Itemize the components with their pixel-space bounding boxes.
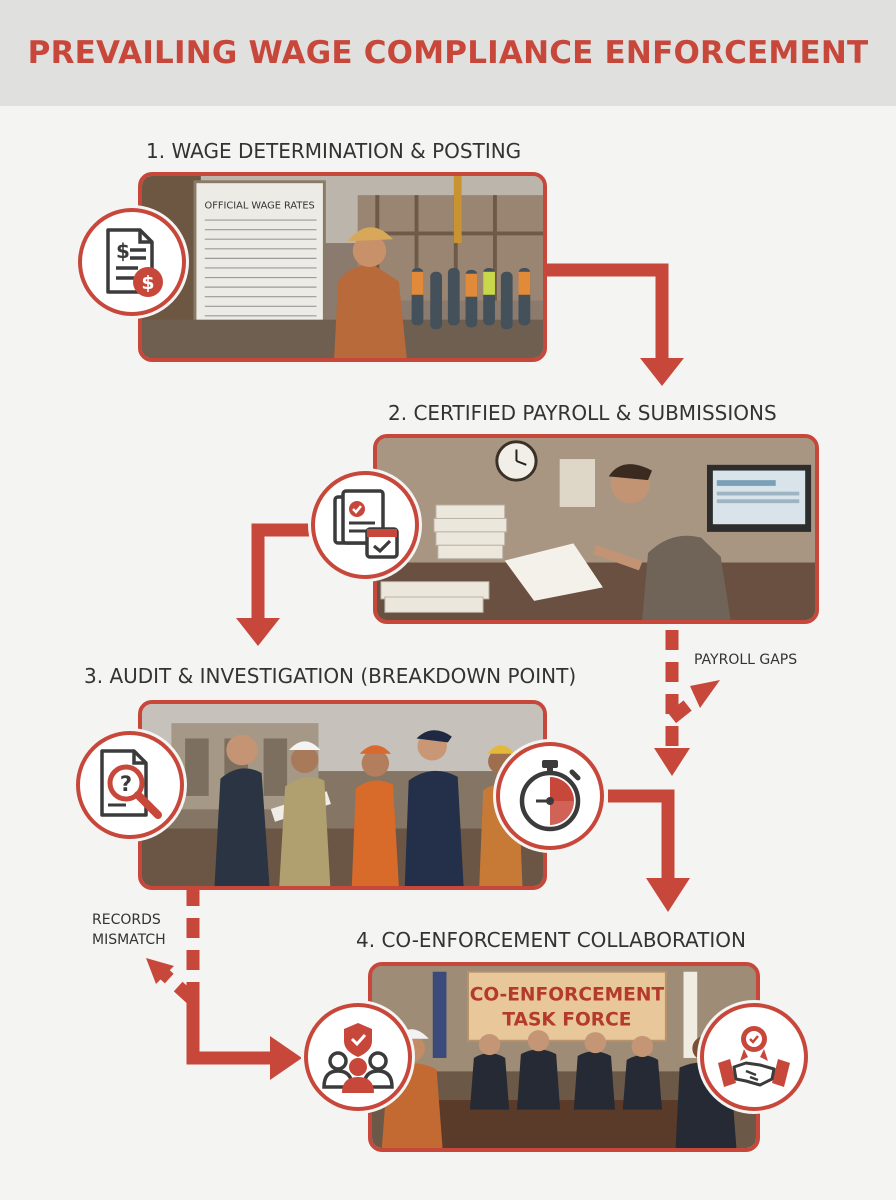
arrow-step3-down-to-step4 (186, 990, 272, 1065)
step-2-photo (373, 434, 819, 624)
dashed-records-branch (157, 967, 198, 1005)
step-4-photo: CO-ENFORCEMENT TASK FORCE (368, 962, 760, 1152)
step-3-title: 3. AUDIT & INVESTIGATION (BREAKDOWN POIN… (84, 664, 577, 688)
payroll-checklist-icon (333, 489, 399, 559)
task-force-meeting-photo: CO-ENFORCEMENT TASK FORCE (372, 966, 756, 1148)
arrow-step3-to-step4 (608, 789, 675, 880)
step-4-handshake-badge (700, 1003, 808, 1111)
handshake-badge-icon (718, 1026, 790, 1087)
banner-line-2: TASK FORCE (502, 1010, 631, 1031)
step-4-badge (304, 1003, 412, 1111)
svg-text:$: $ (116, 239, 130, 263)
arrowhead-step3 (236, 618, 280, 646)
records-mismatch-note: RECORDS MISMATCH (92, 910, 166, 950)
step-3-photo (138, 700, 547, 890)
arrowhead-payroll-down (654, 748, 690, 776)
document-search-icon: ? (100, 749, 162, 819)
stopwatch-icon (519, 760, 581, 832)
construction-site-photo: OFFICIAL WAGE RATES (142, 176, 543, 358)
arrowhead-step4-left (270, 1036, 302, 1080)
step-4-title: 4. CO-ENFORCEMENT COLLABORATION (356, 928, 746, 952)
step-1-title: 1. WAGE DETERMINATION & POSTING (146, 139, 522, 163)
arrowhead-step4 (646, 878, 690, 912)
step-3-stopwatch-badge (496, 742, 604, 850)
arrowhead-step2 (640, 358, 684, 386)
step-2-badge (311, 471, 419, 579)
wage-document-icon: $ $ (106, 228, 163, 297)
step-1-badge: $ $ (78, 208, 186, 316)
arrowhead-payroll-gaps (690, 680, 720, 708)
svg-text:$: $ (141, 272, 154, 294)
header-band: PREVAILING WAGE COMPLIANCE ENFORCEMENT (0, 0, 896, 106)
step-2-title: 2. CERTIFIED PAYROLL & SUBMISSIONS (388, 401, 777, 425)
site-audit-photo (142, 704, 543, 886)
records-mismatch-line: RECORDS (92, 912, 161, 928)
arrow-step1-to-step2 (545, 263, 669, 360)
step-1-photo: OFFICIAL WAGE RATES (138, 172, 547, 362)
svg-text:?: ? (120, 772, 132, 796)
poster-heading: OFFICIAL WAGE RATES (205, 201, 315, 212)
arrowhead-records-mismatch (146, 958, 174, 984)
records-mismatch-line: MISMATCH (92, 932, 166, 948)
payroll-gaps-note: PAYROLL GAPS (694, 652, 798, 668)
banner-line-1: CO-ENFORCEMENT (470, 985, 665, 1006)
step-3-badge: ? (76, 731, 184, 839)
office-payroll-photo (377, 438, 815, 620)
dashed-payroll-branch (667, 688, 707, 724)
page-title: PREVAILING WAGE COMPLIANCE ENFORCEMENT (27, 35, 869, 71)
team-shield-icon (322, 1023, 394, 1093)
